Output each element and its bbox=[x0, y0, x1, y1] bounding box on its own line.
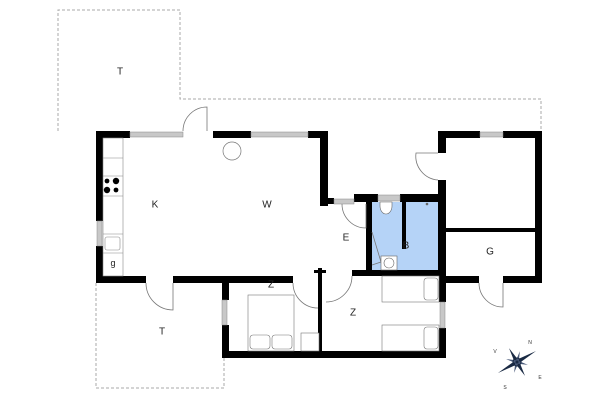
room-label-entrance: E bbox=[342, 232, 350, 244]
kitchen-counter bbox=[102, 137, 124, 277]
window bbox=[377, 194, 401, 202]
room-label-living: W bbox=[262, 199, 272, 211]
door-entrance bbox=[341, 203, 367, 229]
sink-icon bbox=[104, 236, 121, 251]
terrace-bottom-outline bbox=[95, 283, 225, 389]
terrace-top-outline bbox=[57, 9, 542, 131]
room-label-terrace-bottom: T bbox=[158, 326, 166, 338]
door-annex bbox=[415, 152, 439, 181]
doors bbox=[145, 106, 504, 311]
stove-icon bbox=[103, 177, 120, 194]
stove-lamp-icon bbox=[222, 141, 242, 161]
room-label-terrace-top: T bbox=[116, 66, 124, 78]
window bbox=[221, 299, 228, 326]
compass-east-label: E bbox=[538, 375, 542, 381]
compass-north-label: N bbox=[528, 340, 532, 346]
window bbox=[96, 220, 103, 247]
bathroom-fixtures bbox=[379, 201, 429, 271]
compass-west-label: V bbox=[493, 349, 497, 355]
room-label-bedroom-2: Z bbox=[349, 307, 357, 319]
door-kitchen-terrace bbox=[145, 282, 174, 311]
compass-south-label: S bbox=[503, 385, 507, 391]
room-label-bathroom: B bbox=[402, 240, 410, 252]
window bbox=[479, 131, 504, 138]
door-bedroom-1 bbox=[292, 282, 319, 309]
door-bedroom-2 bbox=[325, 275, 353, 303]
door-garage bbox=[478, 282, 504, 308]
room-label-bedroom-1: Z bbox=[267, 279, 275, 291]
beds bbox=[247, 275, 440, 352]
window bbox=[333, 198, 355, 205]
window bbox=[250, 131, 309, 138]
room-label-kitchen: K bbox=[151, 199, 159, 211]
terrace-outlines bbox=[57, 9, 542, 389]
room-label-garage: G bbox=[486, 246, 494, 258]
windows bbox=[96, 131, 504, 329]
toilet-icon bbox=[379, 201, 393, 215]
door-terrace-top bbox=[182, 106, 208, 132]
fixture-label-g: g bbox=[110, 258, 116, 268]
walls bbox=[96, 131, 542, 358]
compass-icon bbox=[497, 348, 537, 376]
window bbox=[129, 131, 184, 138]
window bbox=[439, 301, 446, 329]
